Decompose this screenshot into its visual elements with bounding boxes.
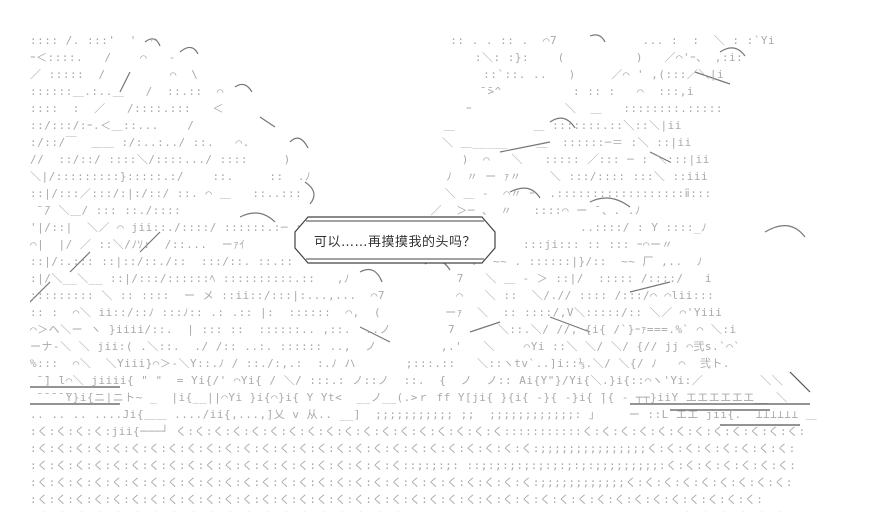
ascii-art-block: :::: /. :::' ' ⌒ :: . . :: . ⌒7 ... : : … [30, 34, 818, 512]
speech-bubble-text: 可以……再摸摸我的头吗？ [313, 234, 476, 250]
speech-bubble: 可以……再摸摸我的头吗？ [292, 214, 498, 266]
ascii-art-illustration: :::: /. :::' ' ⌒ :: . . :: . ⌒7 ... : : … [30, 32, 860, 512]
speech-bubble-frame [294, 216, 496, 264]
